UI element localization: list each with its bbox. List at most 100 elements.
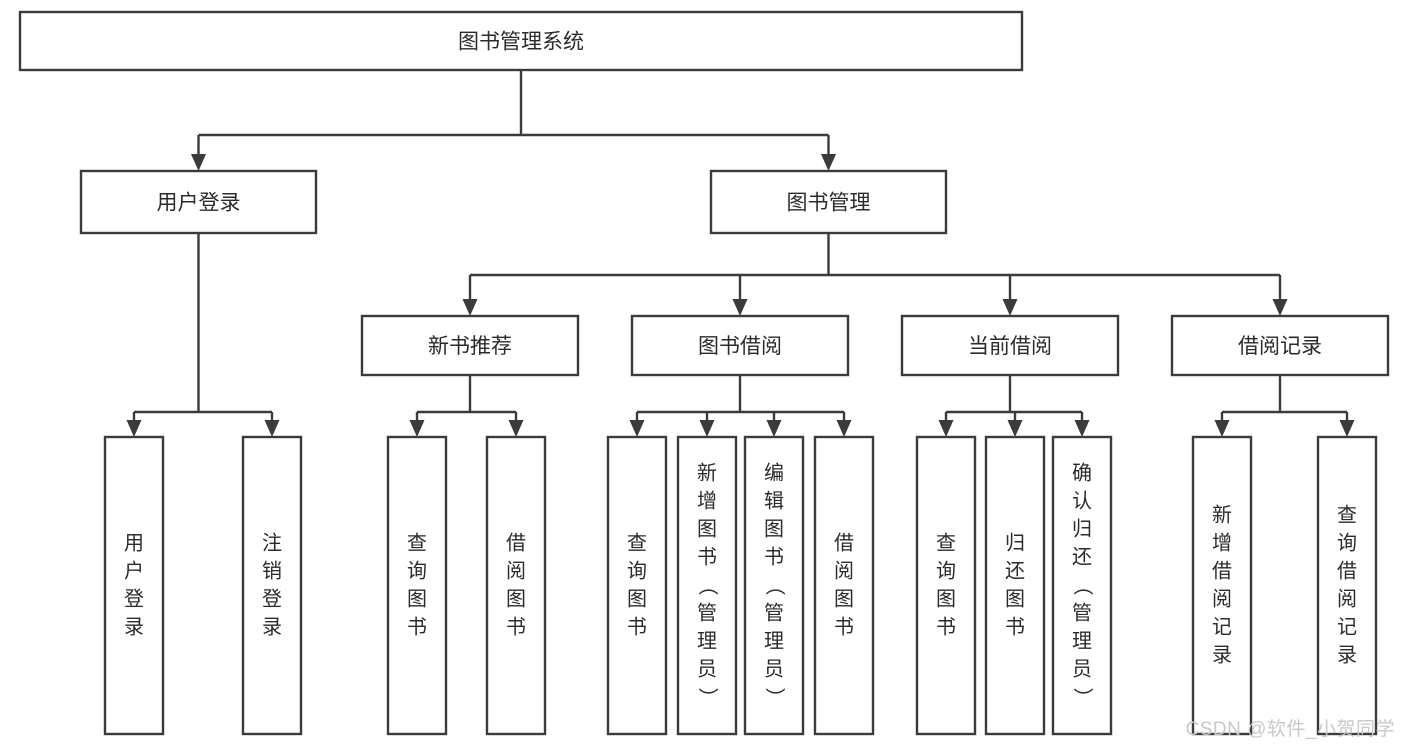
node-l2-1[interactable]: 图书管理: [709, 169, 948, 235]
svg-text:查: 查: [1337, 504, 1357, 527]
node-box: [813, 435, 875, 736]
svg-text:登: 登: [124, 588, 144, 611]
svg-text:书: 书: [936, 616, 956, 639]
node-label: 图书管理: [787, 192, 871, 215]
node-box: [743, 435, 805, 736]
svg-text:销: 销: [262, 560, 282, 583]
svg-text:归: 归: [1005, 532, 1025, 555]
node-box: [103, 435, 165, 736]
svg-text:还: 还: [1005, 560, 1025, 583]
node-label: 借阅记录: [1238, 335, 1322, 358]
leaf-node-0[interactable]: 用户登录: [103, 435, 165, 736]
svg-text:图: 图: [1005, 589, 1025, 611]
arrow-head-icon: [629, 420, 645, 437]
arrow-head-icon: [1339, 420, 1355, 437]
node-label: 当前借阅: [968, 335, 1052, 358]
svg-text:图: 图: [506, 589, 526, 611]
node-box: [630, 314, 850, 377]
arrow-head-icon: [1214, 420, 1230, 437]
node-l2-0[interactable]: 用户登录: [79, 169, 318, 235]
arrow-head-icon: [191, 154, 206, 171]
node-box: [1191, 435, 1253, 736]
node-l3-1[interactable]: 图书借阅: [630, 314, 850, 377]
svg-text:借: 借: [506, 532, 526, 555]
node-box: [241, 435, 303, 736]
node-box: [709, 169, 948, 235]
node-box: [1170, 314, 1390, 377]
svg-text:图: 图: [764, 519, 784, 541]
node-l3-0[interactable]: 新书推荐: [360, 314, 580, 377]
svg-text:录: 录: [1337, 645, 1357, 667]
node-box: [1051, 435, 1113, 736]
svg-text:书: 书: [627, 616, 647, 639]
svg-text:借: 借: [1337, 560, 1357, 583]
node-box: [18, 10, 1024, 72]
node-label: 新书推荐: [428, 335, 512, 358]
svg-text:注: 注: [262, 532, 282, 555]
svg-text:书: 书: [506, 616, 526, 639]
svg-text:辑: 辑: [764, 490, 784, 513]
svg-text:录: 录: [1212, 645, 1232, 667]
svg-text:管: 管: [697, 602, 717, 625]
arrow-head-icon: [699, 420, 715, 437]
svg-text:管: 管: [1072, 602, 1092, 625]
svg-text:阅: 阅: [506, 560, 526, 583]
node-box: [79, 169, 318, 235]
svg-text:登: 登: [262, 588, 282, 611]
svg-text:书: 书: [764, 546, 784, 569]
node-box: [676, 435, 738, 736]
arrow-head-icon: [462, 299, 478, 316]
svg-text:理: 理: [1072, 631, 1092, 653]
svg-text:还: 还: [1072, 546, 1092, 569]
svg-text:理: 理: [697, 631, 717, 653]
node-root-0[interactable]: 图书管理系统: [18, 10, 1024, 72]
svg-text:图: 图: [407, 589, 427, 611]
arrow-head-icon: [126, 420, 142, 437]
svg-text:书: 书: [1005, 616, 1025, 639]
svg-text:图: 图: [936, 589, 956, 611]
svg-text:确: 确: [1072, 462, 1092, 485]
svg-text:（: （: [696, 576, 719, 596]
node-box: [1316, 435, 1378, 736]
svg-text:图: 图: [834, 589, 854, 611]
arrow-head-icon: [1074, 420, 1090, 437]
svg-text:增: 增: [1212, 532, 1232, 555]
arrow-head-icon: [836, 420, 852, 437]
arrow-head-icon: [1002, 299, 1018, 316]
node-l3-3[interactable]: 借阅记录: [1170, 314, 1390, 377]
arrow-head-icon: [821, 154, 836, 171]
arrow-head-icon: [938, 420, 954, 437]
svg-text:书: 书: [407, 616, 427, 639]
svg-text:归: 归: [1072, 518, 1092, 541]
svg-text:户: 户: [124, 560, 144, 583]
node-box: [900, 314, 1120, 377]
svg-text:录: 录: [262, 617, 282, 639]
node-l3-2[interactable]: 当前借阅: [900, 314, 1120, 377]
svg-text:查: 查: [936, 532, 956, 555]
node-box: [984, 435, 1046, 736]
svg-text:（: （: [1071, 576, 1094, 596]
svg-text:图: 图: [697, 519, 717, 541]
arrow-head-icon: [1007, 420, 1023, 437]
